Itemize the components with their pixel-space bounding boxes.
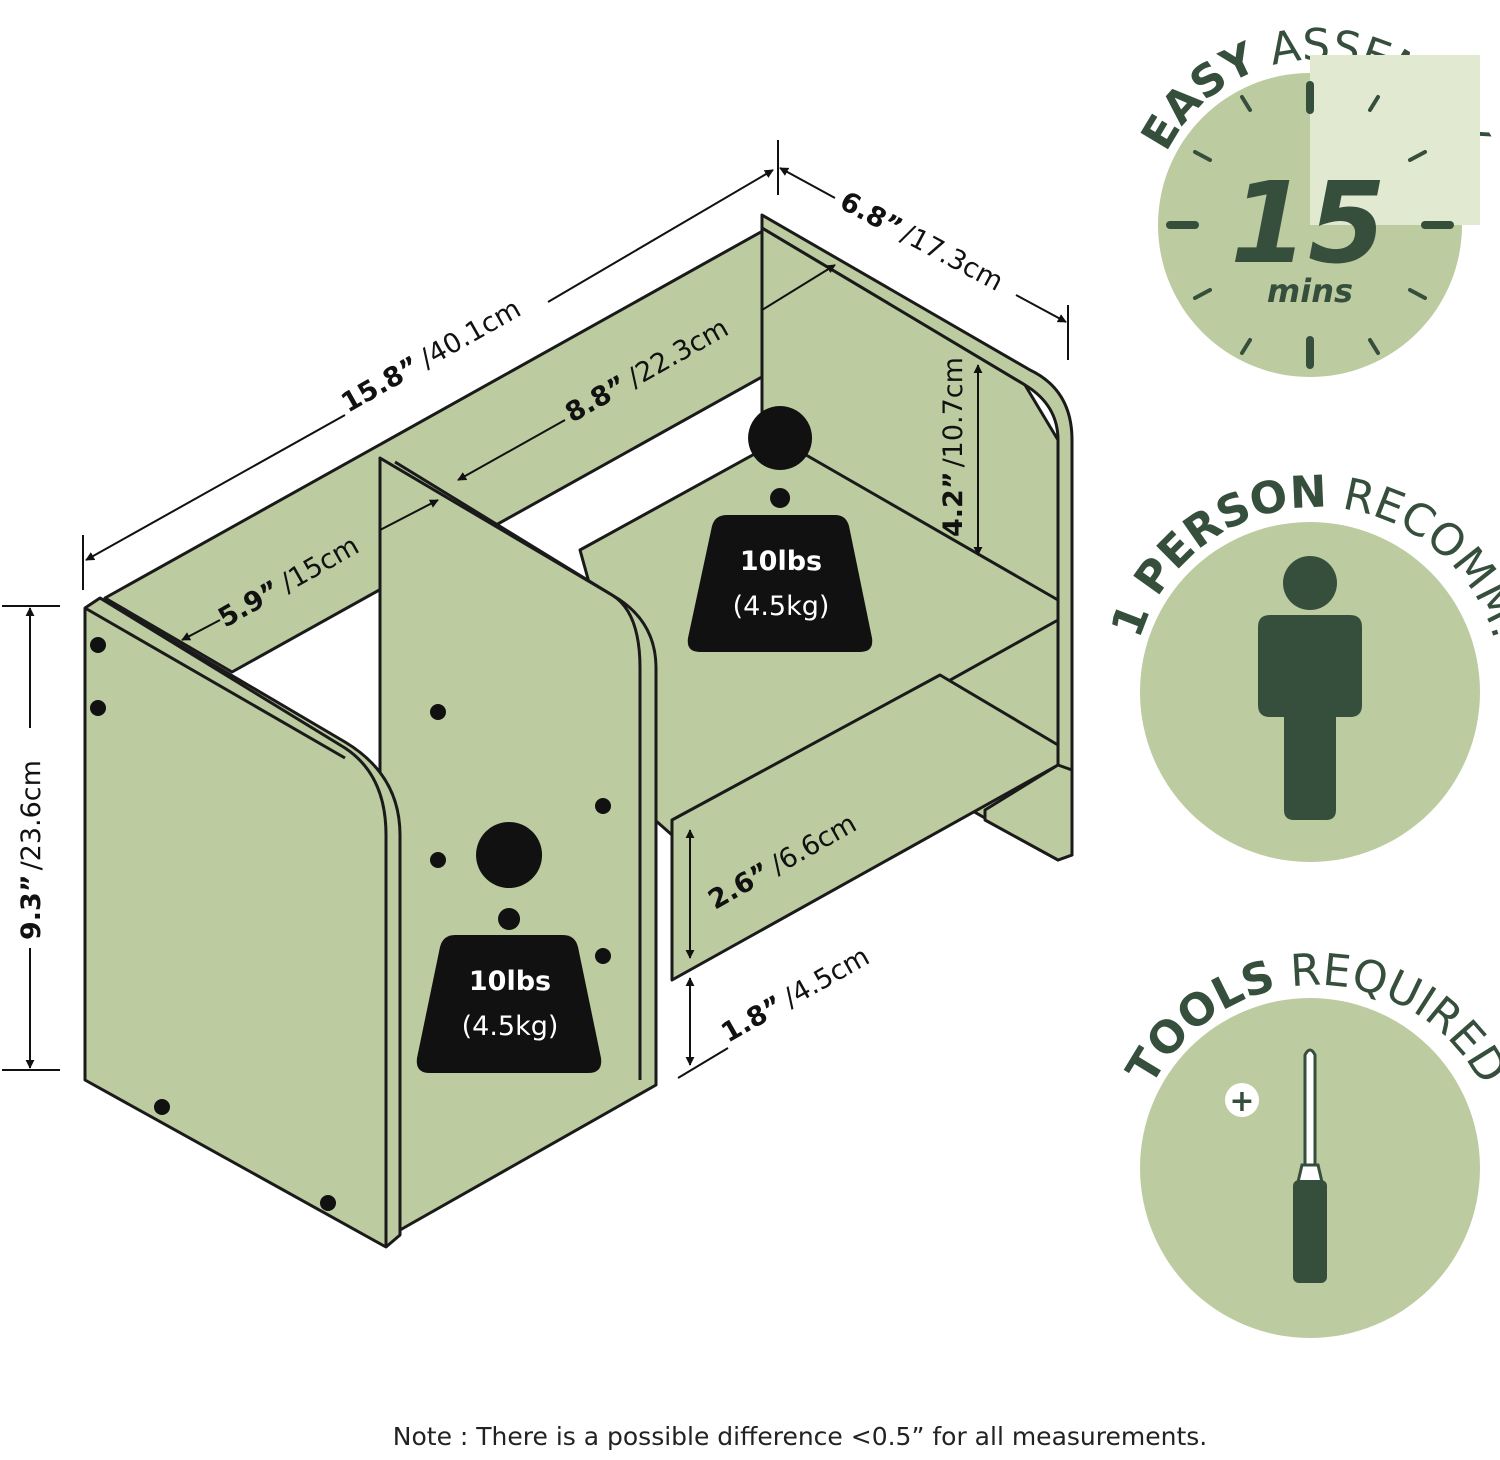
screw-hole: [320, 1195, 336, 1211]
screw-hole: [595, 948, 611, 964]
total-height-label: 9.3”/23.6cm: [16, 760, 47, 940]
left-end-panel: [83, 596, 402, 1249]
clock-icon: [1166, 81, 1454, 369]
weight-upper-kg: (4.5kg): [733, 591, 830, 622]
weight-upper-lbs: 10lbs: [740, 546, 822, 577]
clock-elapsed-segment: [1310, 55, 1480, 225]
upper-height-label: 4.2”/10.7cm: [938, 357, 969, 537]
screw-hole: [595, 798, 611, 814]
assembly-minutes: 15: [1230, 159, 1386, 289]
badge-one-person: 1 PERSON RECOMM.: [1101, 466, 1500, 862]
person-icon: [1258, 556, 1362, 820]
weight-lower-kg: (4.5kg): [462, 1011, 559, 1042]
lower-shelf: [670, 673, 1060, 982]
assembly-unit: mins: [1267, 272, 1353, 310]
screw-hole: [90, 700, 106, 716]
plus-sign: +: [1229, 1084, 1254, 1119]
badge-easy-assembly: EASY ASSEMBLY 15 mins: [1132, 20, 1498, 377]
shelf-illustration: [83, 213, 1074, 1249]
screw-hole: [154, 1099, 170, 1115]
dimension-lines: [2, 140, 1069, 1079]
screw-hole: [90, 637, 106, 653]
base-height-label: 1.8”/4.5cm: [716, 941, 875, 1049]
weight-icon: 10lbs (4.5kg): [416, 822, 602, 1073]
screw-hole: [430, 852, 446, 868]
screw-holes: [90, 637, 611, 1211]
weight-lower-lbs: 10lbs: [469, 966, 551, 997]
badge-tools-required: TOOLS REQUIRED +: [1117, 944, 1500, 1338]
screw-hole: [430, 704, 446, 720]
base-support: [983, 763, 1074, 862]
weight-icon: 10lbs (4.5kg): [687, 406, 873, 652]
measurement-note: Note : There is a possible difference <0…: [392, 1422, 1208, 1451]
screwdriver-icon: +: [1225, 1048, 1327, 1283]
